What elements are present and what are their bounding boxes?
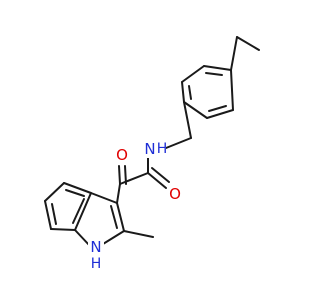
bond-c-c	[119, 172, 149, 185]
bond-ring-double-3	[208, 105, 227, 112]
bond-c2-n1	[102, 230, 125, 245]
bond-keto-c-o-1	[118, 165, 121, 185]
bond-n1-c7a	[74, 229, 91, 247]
atom-indole-nitrogen: N H	[88, 238, 104, 272]
bond-benzylic	[183, 101, 192, 139]
molecule-diagram: N H O O N H	[44, 36, 260, 272]
amide-h-label: H	[157, 141, 168, 157]
bond-ethyl-ch3	[236, 36, 260, 51]
bond-amide-c-o-1	[147, 172, 167, 189]
indole-n-label: N	[90, 238, 101, 256]
bond-ring-6	[230, 69, 234, 111]
bond-keto-c3	[116, 183, 121, 204]
atom-keto-oxygen: O	[114, 144, 130, 164]
bond-methyl	[123, 230, 154, 238]
bond-keto-c-o-2	[124, 165, 127, 185]
indole-h-label: H	[91, 256, 102, 272]
bond-ring-2	[181, 65, 205, 83]
bond-ring-4	[183, 101, 208, 119]
bond-benzo-3	[44, 200, 52, 230]
bond-ring-double-1	[205, 72, 223, 76]
bond-benzo-double-1	[65, 189, 85, 197]
structure-drawing: N H O O N H	[44, 36, 260, 272]
benzyl-ring	[181, 65, 234, 119]
bond-benzo-double-2	[51, 203, 57, 225]
atom-amide-nitrogen: N H	[140, 138, 167, 158]
bond-benzo-4	[50, 228, 76, 231]
bond-ring-double-2	[188, 85, 192, 100]
amide-o-label: O	[169, 185, 181, 203]
bond-ring-5	[206, 109, 234, 119]
bond-amide-c-o-2	[151, 167, 170, 183]
bond-c3-c2-a	[116, 202, 125, 232]
ethyl-group	[230, 36, 260, 71]
bond-ring-3	[181, 81, 185, 103]
bond-c3-c2-b	[110, 205, 118, 229]
bond-c3-c3a	[90, 192, 118, 204]
bond-c7a-c3a	[74, 192, 92, 231]
bond-benzo-2	[44, 182, 65, 202]
bond-ring-1	[203, 65, 232, 71]
bond-ch2-n	[165, 137, 192, 149]
oxalamide-chain	[116, 156, 170, 204]
keto-o-label: O	[116, 146, 128, 164]
atom-amide-oxygen: O	[168, 184, 182, 203]
bond-benzo-double-3	[72, 198, 85, 224]
bond-benzo-1	[63, 182, 92, 194]
indole-system	[44, 182, 154, 247]
bond-ethyl-ch2	[230, 36, 238, 71]
amide-n-label: N	[144, 140, 155, 158]
